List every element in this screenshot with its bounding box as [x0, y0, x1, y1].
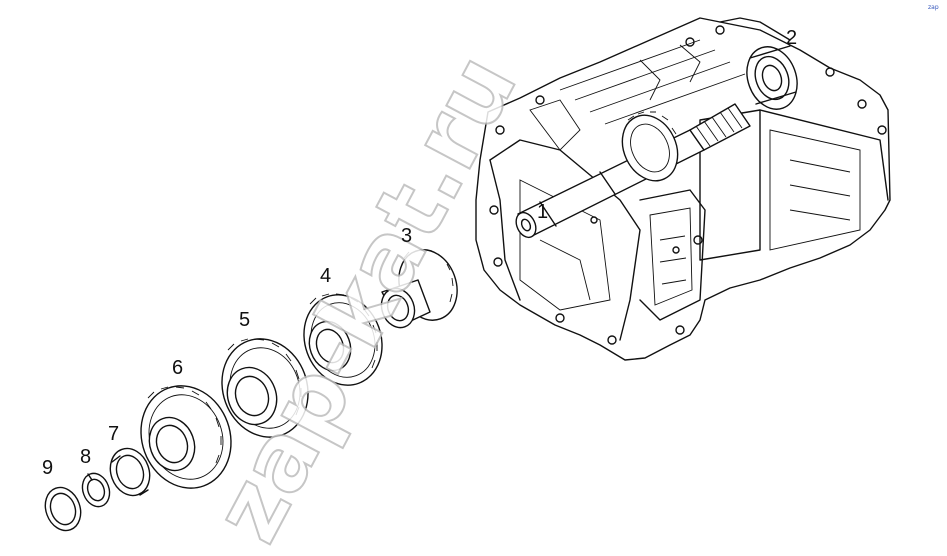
snap-ring-part-8 — [81, 472, 111, 508]
housing-bolt-holes — [489, 25, 887, 345]
corner-logo-mark: zap — [928, 4, 939, 11]
callout-8: 8 — [80, 446, 91, 468]
bearing-part-2 — [746, 45, 798, 110]
shaft — [515, 103, 751, 239]
callout-4: 4 — [320, 265, 331, 287]
ring-part-7 — [109, 447, 151, 497]
watermark-text: zap-kat.ru — [193, 38, 538, 556]
callout-5: 5 — [239, 309, 250, 331]
callout-1: 1 — [537, 201, 548, 223]
gear-part-4 — [303, 293, 383, 386]
gear-part-6 — [140, 385, 232, 489]
callout-9: 9 — [42, 457, 53, 479]
callout-6: 6 — [172, 357, 183, 379]
washer-part-9 — [44, 486, 82, 532]
callout-labels: 1 2 3 4 5 6 7 8 9 — [42, 27, 797, 479]
gearbox-housing — [475, 17, 891, 361]
gear-part-5 — [221, 338, 309, 438]
gear-part-3 — [380, 249, 458, 329]
callout-3: 3 — [401, 225, 412, 247]
callout-7: 7 — [108, 423, 119, 445]
callout-2: 2 — [786, 27, 797, 49]
